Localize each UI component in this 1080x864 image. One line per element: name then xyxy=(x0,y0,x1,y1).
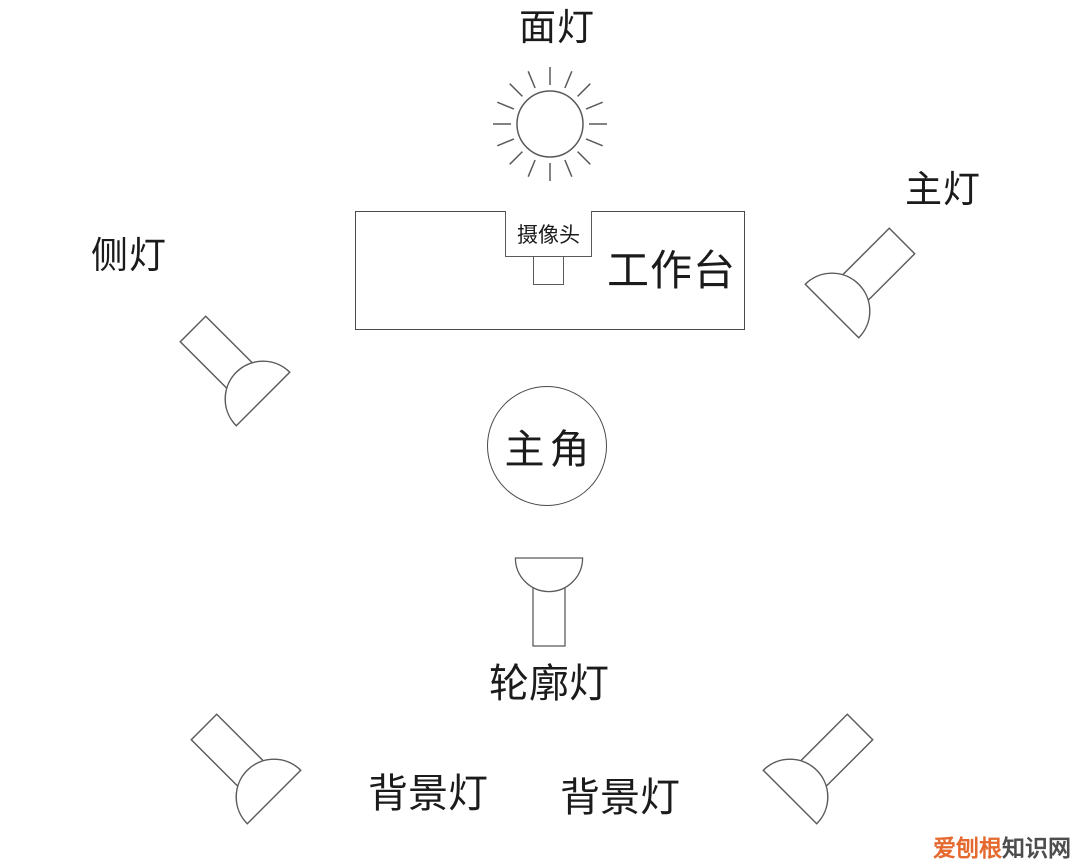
background-light-left-icon xyxy=(190,713,302,825)
side-light-icon xyxy=(179,315,291,427)
face-light-label: 面灯 xyxy=(519,8,595,49)
contour-light-icon xyxy=(514,557,584,647)
workbench-label: 工作台 xyxy=(606,249,736,295)
subject-circle: 主角 xyxy=(487,386,607,506)
workbench-box: 摄像头 工作台 xyxy=(355,211,745,330)
subject-label: 主角 xyxy=(504,427,595,472)
main-light-label: 主灯 xyxy=(905,170,981,211)
sun-icon xyxy=(493,67,607,181)
camera-box: 摄像头 xyxy=(505,211,592,257)
main-light-icon xyxy=(804,227,916,339)
background-light-left-label: 背景灯 xyxy=(368,771,488,816)
camera-stem xyxy=(533,257,564,285)
contour-light-label: 轮廓灯 xyxy=(489,661,609,706)
background-light-right-icon xyxy=(762,713,874,825)
watermark-suffix: 知识网 xyxy=(1002,835,1071,861)
camera-label: 摄像头 xyxy=(517,222,580,247)
watermark: 爱刨根知识网 xyxy=(933,829,1071,863)
watermark-brand: 爱刨根 xyxy=(933,835,1002,861)
side-light-label: 侧灯 xyxy=(91,236,167,277)
background-light-right-label: 背景灯 xyxy=(560,775,680,820)
